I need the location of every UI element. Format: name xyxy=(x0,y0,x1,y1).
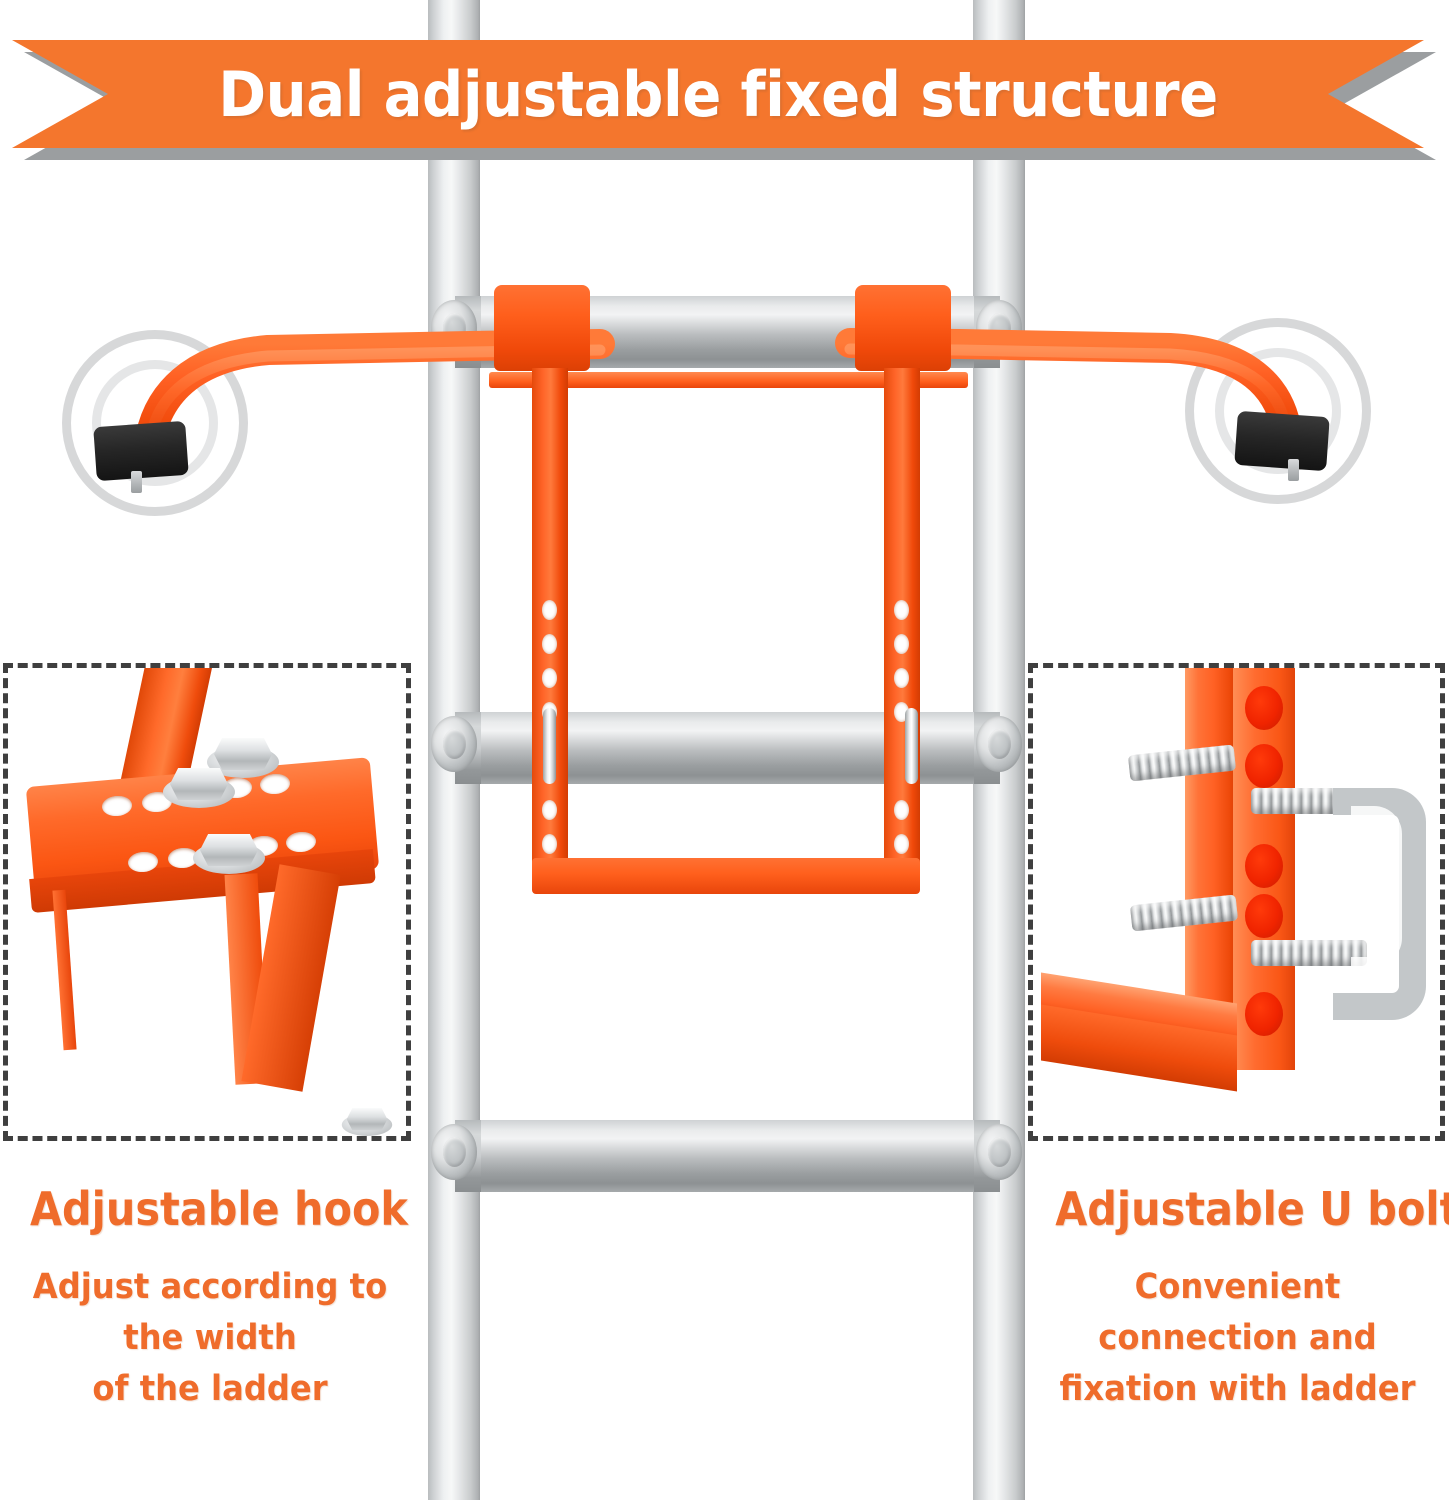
hex-bolt-middle xyxy=(163,768,235,808)
bolt-head xyxy=(346,1108,388,1131)
ladder-rivet xyxy=(431,1124,477,1180)
banner-title: Dual adjustable fixed structure xyxy=(218,57,1218,131)
foot-screw-left xyxy=(131,471,142,493)
caption-description: Adjust according to the width of the lad… xyxy=(26,1262,394,1414)
rubber-foot-right xyxy=(1234,410,1330,472)
caption-description-line2: fixation with ladder xyxy=(1059,1368,1416,1409)
caption-title: Adjustable hook xyxy=(30,1182,408,1236)
caption-adjustable-hook: Adjustable hook Adjust according to the … xyxy=(10,1182,410,1414)
bracket-hole xyxy=(1245,744,1283,788)
u-bolt-shank-lower xyxy=(1251,940,1367,966)
clamp-block-left xyxy=(494,285,590,371)
adjustment-hole xyxy=(894,834,909,854)
bolt-head xyxy=(200,834,258,866)
bracket-hole xyxy=(1245,686,1283,730)
adjustment-hole xyxy=(894,668,909,688)
ripple-circle-outer-left xyxy=(62,330,248,516)
hex-bolt-lower xyxy=(193,834,265,874)
adjustment-hole xyxy=(542,800,557,820)
arm-right-highlight xyxy=(844,343,1292,436)
adjustment-hole xyxy=(894,634,909,654)
foot-screw-right xyxy=(1288,459,1299,481)
clamp-block-right xyxy=(855,285,951,371)
hex-bolt-bottom xyxy=(341,1108,393,1136)
caption-description-line1: Adjust according to the width xyxy=(32,1267,388,1358)
adjustment-hole xyxy=(894,800,909,820)
banner-ribbon xyxy=(12,40,1424,148)
caption-title: Adjustable U bolt xyxy=(1055,1182,1449,1236)
adjustment-hole xyxy=(542,834,557,854)
ripple-circle-inner-right xyxy=(1215,348,1341,474)
ladder-rung-bottom xyxy=(455,1120,1000,1192)
ripple-circle-outer-right xyxy=(1185,318,1371,504)
adjustment-hole xyxy=(542,634,557,654)
u-bolt-bend-highlight xyxy=(1351,806,1402,966)
detail-artwork-ubolt xyxy=(1033,668,1440,1136)
hook-leg-left xyxy=(52,889,77,1051)
bolt-head xyxy=(214,738,272,770)
caption-description-line1: Convenient connection and xyxy=(1098,1267,1377,1358)
bracket-hole xyxy=(1245,844,1283,888)
ladder-rivet xyxy=(431,716,477,772)
adjustment-hole xyxy=(894,600,909,620)
ladder-rivet xyxy=(976,716,1022,772)
caption-adjustable-u-bolt: Adjustable U bolt Convenient connection … xyxy=(1035,1182,1449,1414)
ladder-rivet xyxy=(976,1124,1022,1180)
bracket-hole xyxy=(1245,992,1283,1036)
header-banner: Dual adjustable fixed structure xyxy=(12,40,1436,160)
adjustment-hole xyxy=(542,600,557,620)
detail-box-adjustable-hook xyxy=(3,663,411,1141)
caption-description: Convenient connection and fixation with … xyxy=(1051,1262,1424,1414)
bracket-strap-bottom xyxy=(532,858,920,894)
bracket-hole xyxy=(1245,894,1283,938)
bracket-top-plate xyxy=(489,372,968,388)
caption-description-line2: of the ladder xyxy=(92,1368,328,1409)
detail-box-adjustable-u-bolt xyxy=(1028,663,1445,1141)
l-bracket-web xyxy=(1185,668,1237,1060)
ripple-circle-inner-left xyxy=(92,360,218,486)
u-bolt-clip-left xyxy=(543,708,556,784)
detail-artwork-hook xyxy=(8,668,406,1136)
adjustment-hole xyxy=(542,668,557,688)
bolt-head xyxy=(170,768,228,800)
u-bolt-clip-right xyxy=(905,708,918,784)
